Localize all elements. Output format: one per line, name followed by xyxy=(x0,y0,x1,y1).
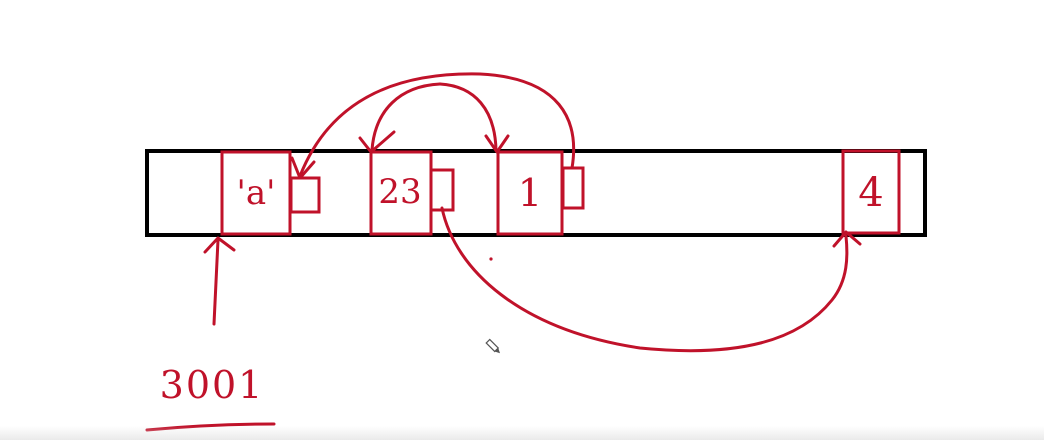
ink-dot xyxy=(489,257,493,261)
node-4-value-box xyxy=(841,149,901,235)
node-1: 1 xyxy=(496,150,585,236)
pointer-arrow-a-to-23 xyxy=(370,82,442,152)
pointer-arrowhead-to-1 xyxy=(484,134,510,154)
pointer-arrow-1-to-a xyxy=(298,72,576,178)
address-label: 3001 xyxy=(160,363,265,407)
pointer-arrowhead-23-to-4 xyxy=(832,230,862,248)
node-23-value: 23 xyxy=(378,172,421,212)
node-1-value: 1 xyxy=(518,171,542,215)
pointer-arrow-23-to-4 xyxy=(440,206,849,353)
node-1-pointer-box xyxy=(561,166,585,210)
pencil-icon xyxy=(485,338,501,354)
address-arrow-line xyxy=(212,238,220,326)
node-a-value: 'a' xyxy=(237,173,276,213)
node-a-pointer-box xyxy=(289,176,321,214)
node-a: 'a' xyxy=(220,150,321,236)
pointer-arrowhead-1-to-a xyxy=(290,156,316,180)
pointer-arrow-to-1 xyxy=(438,82,498,152)
pointer-arrowhead-a-to-23 xyxy=(358,130,396,154)
node-4: 4 xyxy=(841,149,901,235)
address-arrowhead xyxy=(203,236,236,254)
node-23: 23 xyxy=(369,150,455,236)
node-23-pointer-box xyxy=(429,168,455,212)
node-4-value: 4 xyxy=(858,170,883,216)
address-underline xyxy=(145,422,276,432)
